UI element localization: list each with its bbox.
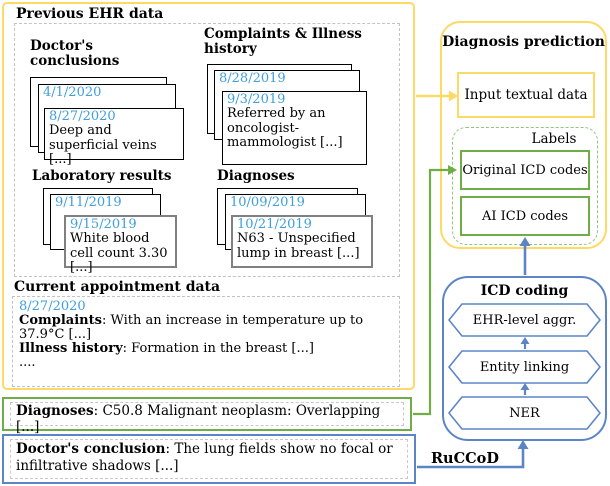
card-text: Deep and superficial veins [...] — [49, 123, 157, 167]
diagnoses-text: : C50.8 Malignant neoplasm: Overlapping … — [16, 403, 381, 435]
complaints-entry: Complaints: With an increase in temperat… — [19, 314, 381, 342]
complaints-history-title: Complaints & Illness history — [204, 26, 362, 58]
card-date: 4/1/2020 — [43, 85, 102, 100]
step-ehr-level-aggregation: EHR-level aggr. — [448, 303, 601, 337]
complaints-label: Complaints — [19, 313, 102, 329]
icd-coding-title: ICD coding — [480, 283, 569, 299]
card-front: 10/21/2019 N63 - Unspecified lump in bre… — [231, 215, 373, 268]
previous-ehr-title: Previous EHR data — [16, 6, 164, 22]
ehr-history-dashed-box — [14, 23, 400, 277]
step-entity-linking: Entity linking — [448, 350, 601, 384]
ruccod-label: RuCCoD — [431, 450, 499, 467]
current-appointment-title: Current appointment data — [14, 279, 221, 295]
hexagon-shape — [448, 303, 601, 337]
current-appointment-box: 8/27/2020 Complaints: With an increase i… — [12, 296, 400, 387]
card-date: 8/28/2019 — [219, 71, 286, 86]
diagnoses-label: Diagnoses — [16, 403, 94, 419]
current-appointment-date: 8/27/2020 — [19, 299, 86, 314]
ellipsis-line: .... — [19, 355, 36, 371]
input-textual-data-box: Input textual data — [457, 72, 595, 118]
card-date: 9/15/2019 — [70, 217, 137, 232]
doctors-conclusions-title: Doctor's conclusions — [30, 38, 120, 70]
card-date: 9/11/2019 — [55, 195, 122, 210]
card-text: White blood cell count 3.30 [...] — [70, 231, 168, 275]
step-label: NER — [509, 405, 540, 421]
ai-icd-codes-box: AI ICD codes — [460, 196, 590, 236]
doctors-conclusion-label: Doctor's conclusion — [16, 441, 166, 457]
doctors-conclusion-output-box: Doctor's conclusion: The lung fields sho… — [2, 434, 416, 484]
hexagon-shape — [448, 396, 601, 430]
hexagon-shape — [448, 350, 601, 384]
diagnoses-history-title: Diagnoses — [217, 168, 295, 184]
diagnoses-output-box: Diagnoses: C50.8 Malignant neoplasm: Ove… — [2, 397, 412, 434]
card-text: N63 - Unspecified lump in breast [...] — [237, 231, 360, 261]
illness-history-entry: Illness history: Formation in the breast… — [19, 342, 393, 356]
original-icd-codes-box: Original ICD codes — [460, 150, 590, 190]
diagnoses-output-text: Diagnoses: C50.8 Malignant neoplasm: Ove… — [10, 402, 404, 434]
card-date: 8/27/2020 — [49, 109, 116, 124]
conclusion-text: : The lung fields show no focal or infil… — [16, 441, 393, 474]
complaints-text: : With an increase in temperature up to … — [19, 313, 364, 343]
card-text: Referred by an oncologist-mammologist [.… — [227, 106, 343, 150]
card-date: 10/09/2019 — [230, 195, 305, 210]
card-front: 9/3/2019 Referred by an oncologist-mammo… — [222, 91, 367, 165]
card-front: 9/15/2019 White blood cell count 3.30 [.… — [64, 215, 177, 274]
doctors-conclusion-text: Doctor's conclusion: The lung fields sho… — [10, 439, 408, 479]
laboratory-results-title: Laboratory results — [32, 168, 172, 184]
card-front: 8/27/2020 Deep and superficial veins [..… — [44, 108, 184, 166]
step-label: EHR-level aggr. — [472, 312, 577, 328]
step-ner: NER — [448, 396, 601, 430]
step-label: Entity linking — [479, 359, 570, 375]
illness-history-text: : Formation in the breast [...] — [122, 341, 314, 357]
labels-title: Labels — [531, 131, 577, 147]
card-date: 9/3/2019 — [227, 92, 286, 107]
illness-history-label: Illness history — [19, 341, 123, 357]
diagnosis-prediction-title: Diagnosis prediction — [442, 34, 605, 50]
card-date: 10/21/2019 — [237, 217, 312, 232]
